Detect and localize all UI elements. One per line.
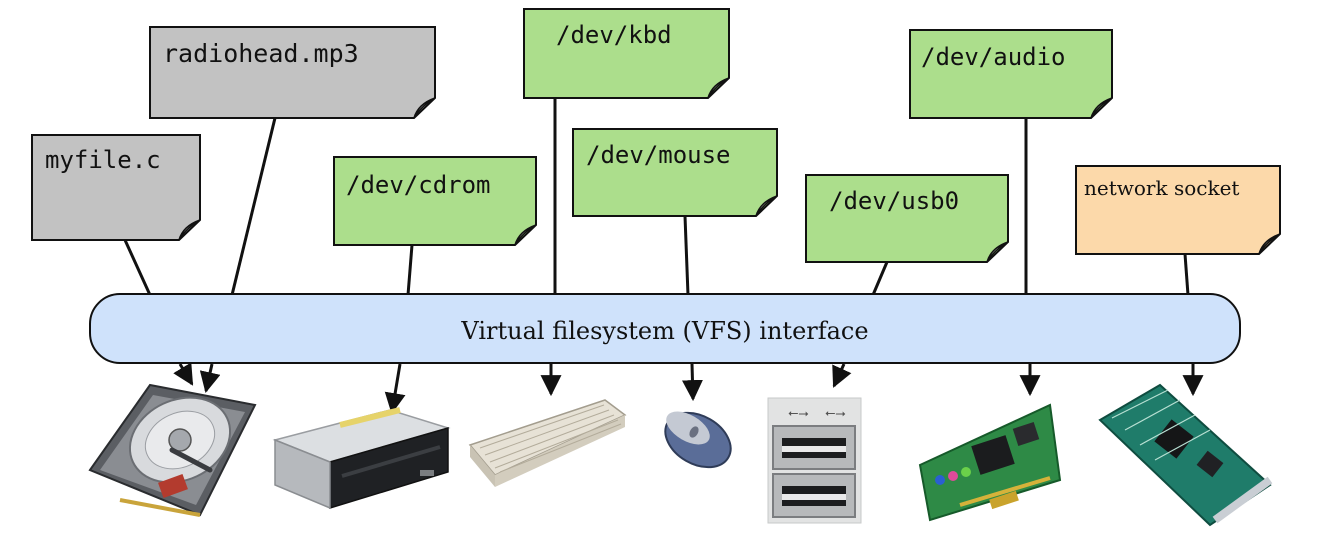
note-fold — [1090, 97, 1113, 119]
note-fold — [514, 224, 537, 246]
usb-port-icon: ⭠⭢ ⭠⭢ — [767, 397, 862, 524]
note-fold — [986, 241, 1009, 263]
note-shape — [805, 174, 1009, 263]
note-radiohead-mp3: radiohead.mp3 — [149, 26, 436, 119]
arrow-to-hard-disk-a — [173, 362, 194, 386]
note-label: radiohead.mp3 — [163, 39, 359, 68]
keyboard-icon — [468, 399, 627, 487]
note-myfile-c: myfile.c — [31, 134, 201, 241]
cd-drive-icon — [272, 407, 451, 510]
connector-radiohead — [230, 117, 277, 296]
note-label: network socket — [1084, 176, 1239, 200]
arrow-to-mouse — [681, 363, 703, 402]
note-shape — [909, 29, 1113, 119]
note-shape — [1075, 165, 1281, 255]
hard-disk-icon — [88, 383, 257, 517]
sound-card-icon — [918, 403, 1062, 522]
note-dev-mouse: /dev/mouse — [572, 128, 778, 217]
connector-usb0 — [871, 261, 889, 296]
note-dev-audio: /dev/audio — [909, 29, 1113, 119]
note-shape — [333, 156, 537, 246]
connector-myfile — [123, 239, 152, 296]
device-arrows — [173, 362, 1204, 415]
note-shape — [523, 8, 730, 99]
connector-socket — [1183, 253, 1190, 296]
note-label: /dev/audio — [921, 43, 1066, 71]
note-fold — [413, 97, 436, 119]
note-dev-usb0: /dev/usb0 — [805, 174, 1009, 263]
note-dev-cdrom: /dev/cdrom — [333, 156, 537, 246]
note-fold — [178, 219, 201, 241]
note-shape — [149, 26, 436, 119]
svg-text:⭠⭢: ⭠⭢ — [788, 406, 809, 421]
note-fold — [755, 195, 778, 217]
network-card-icon — [1098, 383, 1273, 527]
note-label: /dev/kbd — [556, 21, 672, 49]
arrow-to-usb-ports — [832, 363, 852, 388]
vfs-interface-box: Virtual filesystem (VFS) interface — [89, 293, 1241, 364]
note-label: /dev/cdrom — [346, 171, 491, 199]
note-label: myfile.c — [45, 146, 161, 174]
note-dev-kbd: /dev/kbd — [523, 8, 730, 99]
note-connectors — [123, 98, 1190, 296]
arrow-to-cd-drive — [384, 363, 406, 415]
mouse-icon — [664, 411, 732, 469]
svg-text:⭠⭢: ⭠⭢ — [825, 406, 846, 421]
note-network-socket: network socket — [1075, 165, 1281, 255]
arrow-to-hard-disk-b — [199, 363, 221, 394]
note-label: /dev/mouse — [586, 141, 731, 169]
note-fold — [1258, 233, 1281, 255]
vfs-box-shape — [89, 293, 1241, 364]
note-label: /dev/usb0 — [829, 187, 959, 215]
note-shape — [572, 128, 778, 217]
vfs-label: Virtual filesystem (VFS) interface — [460, 317, 868, 345]
connector-cdrom — [406, 244, 414, 296]
note-shape — [31, 134, 201, 241]
note-fold — [707, 77, 730, 99]
connector-mouse — [683, 215, 690, 296]
